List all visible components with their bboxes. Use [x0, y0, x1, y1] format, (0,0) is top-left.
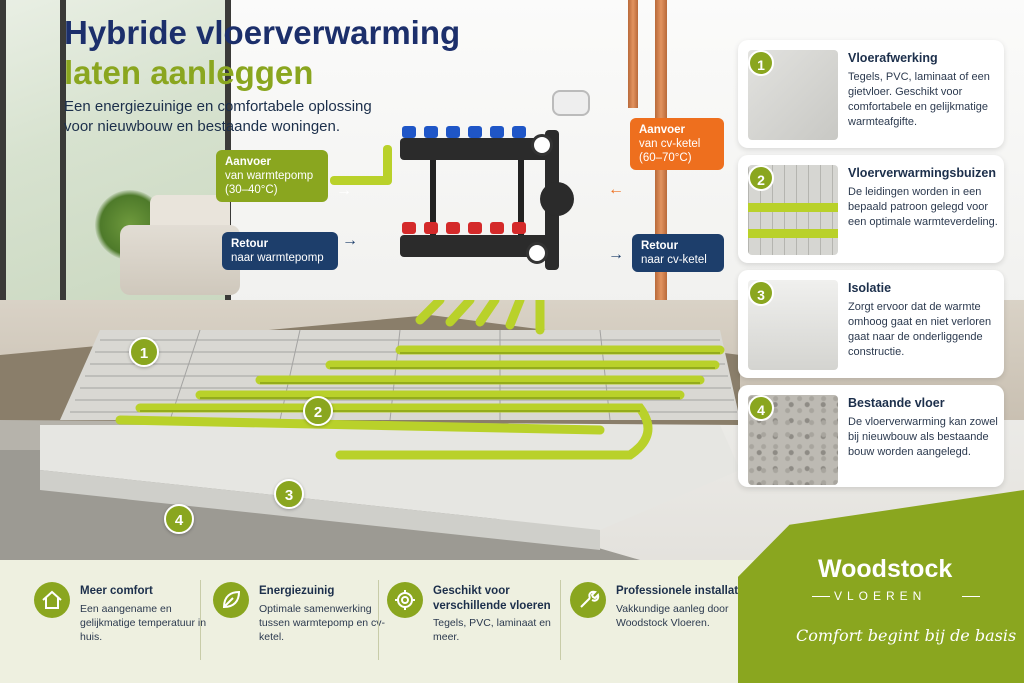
brand-logo-sub: VLOEREN: [834, 589, 927, 603]
feature-text: Tegels, PVC, laminaat en meer.: [433, 617, 551, 643]
window-frame: [60, 0, 66, 320]
tag-title: Retour: [641, 240, 679, 252]
tag-supply-heatpump: Aanvoer van warmtepomp (30–40°C): [216, 150, 328, 202]
manifold-bracket: [518, 160, 524, 235]
marker-4: 4: [164, 504, 194, 534]
card-text: Zorgt ervoor dat de warmte omhoog gaat e…: [848, 301, 992, 358]
card-existing-floor: 4 Bestaande vloer De vloerverwarming kan…: [738, 385, 1004, 487]
marker-1: 1: [129, 337, 159, 367]
manifold-bracket: [430, 160, 436, 235]
card-insulation: 3 Isolatie Zorgt ervoor dat de warmte om…: [738, 270, 1004, 378]
brand-divider: [962, 596, 980, 597]
red-flowmeter: [468, 222, 482, 234]
red-flowmeter: [424, 222, 438, 234]
blue-valve-cap: [512, 126, 526, 138]
divider: [560, 580, 561, 660]
leaf-icon: [213, 582, 249, 618]
page-title-line2: laten aanleggen: [64, 54, 314, 91]
feature-title: Energiezuinig: [259, 585, 335, 597]
wrench-icon: [570, 582, 606, 618]
card-title: Bestaande vloer: [848, 396, 945, 410]
feature-title: Meer comfort: [80, 585, 153, 597]
divider: [378, 580, 379, 660]
card-title: Vloerafwerking: [848, 51, 938, 65]
divider: [200, 580, 201, 660]
card-number: 1: [748, 50, 774, 76]
pressure-gauge: [531, 134, 553, 156]
sofa: [120, 225, 240, 295]
card-title: Vloerverwarmingsbuizen: [848, 166, 996, 180]
gear-icon: [387, 582, 423, 618]
page-subtitle: Een energiezuinige en comfortabele oplos…: [64, 98, 372, 135]
card-heating-pipes: 2 Vloerverwarmingsbuizen De leidingen wo…: [738, 155, 1004, 263]
blue-valve-cap: [446, 126, 460, 138]
window-frame: [0, 0, 6, 320]
tag-text: van cv-ketel: [639, 138, 701, 150]
red-flowmeter: [490, 222, 504, 234]
tag-temp: (30–40°C): [225, 184, 278, 196]
tag-title: Retour: [231, 238, 269, 250]
feature-title: Geschikt voor verschillende vloeren: [433, 585, 551, 612]
brand-slogan: Comfort begint bij de basis: [796, 626, 1017, 645]
home-icon: [34, 582, 70, 618]
marker-3: 3: [274, 479, 304, 509]
feature-text: Optimale samenwerking tussen warmtepomp …: [259, 603, 386, 643]
existing-floor-thumb: [748, 395, 838, 485]
feature-text: Een aangename en gelijkmatige temperatuu…: [80, 603, 207, 643]
tag-text: naar warmtepomp: [231, 252, 324, 264]
feature-text: Vakkundige aanleg door Woodstock Vloeren…: [616, 603, 729, 629]
blue-valve-cap: [468, 126, 482, 138]
arrow-right-icon: →: [336, 182, 352, 199]
red-flowmeter: [512, 222, 526, 234]
tag-title: Aanvoer: [639, 124, 686, 136]
arrow-left-icon: ←: [608, 181, 624, 198]
marker-2: 2: [303, 396, 333, 426]
tag-text: van warmtepomp: [225, 170, 314, 182]
card-title: Isolatie: [848, 281, 892, 295]
arrow-right-icon: →: [342, 232, 358, 249]
card-number: 3: [748, 280, 774, 306]
blue-valve-cap: [424, 126, 438, 138]
brand-logo-name: Woodstock: [818, 555, 953, 583]
supply-pipe-heatpump: [383, 145, 392, 185]
tag-return-heatpump: Retour naar warmtepomp: [222, 232, 338, 270]
floor-layers: [0, 300, 740, 560]
red-flowmeter: [402, 222, 416, 234]
card-text: De vloerverwarming kan zowel bij nieuwbo…: [848, 416, 998, 458]
card-number: 2: [748, 165, 774, 191]
red-flowmeter: [446, 222, 460, 234]
tag-return-boiler: Retour naar cv-ketel: [632, 234, 724, 272]
tag-supply-boiler: Aanvoer van cv-ketel (60–70°C): [630, 118, 724, 170]
pressure-gauge: [526, 242, 548, 264]
card-number: 4: [748, 395, 774, 421]
card-floor-finish: 1 Vloerafwerking Tegels, PVC, laminaat o…: [738, 40, 1004, 148]
card-text: Tegels, PVC, laminaat of een gietvloer. …: [848, 71, 990, 128]
blue-valve-cap: [402, 126, 416, 138]
feature-title: Professionele installatie: [616, 585, 748, 597]
brand-divider: [812, 596, 830, 597]
manifold-supply-bar: [400, 138, 550, 160]
arrow-right-icon: →: [608, 246, 624, 263]
blue-valve-cap: [490, 126, 504, 138]
tag-text: naar cv-ketel: [641, 254, 707, 266]
tag-temp: (60–70°C): [639, 152, 692, 164]
thermostatic-head: [552, 90, 590, 116]
supply-pipe-heatpump: [330, 176, 390, 185]
manifold: [400, 90, 590, 280]
tag-title: Aanvoer: [225, 156, 272, 168]
card-text: De leidingen worden in een bepaald patro…: [848, 186, 998, 228]
manifold-return-bar: [400, 235, 550, 257]
circulation-pump: [540, 182, 574, 216]
copper-pipe: [628, 0, 638, 108]
page-title: Hybride vloerverwarming: [64, 14, 461, 51]
